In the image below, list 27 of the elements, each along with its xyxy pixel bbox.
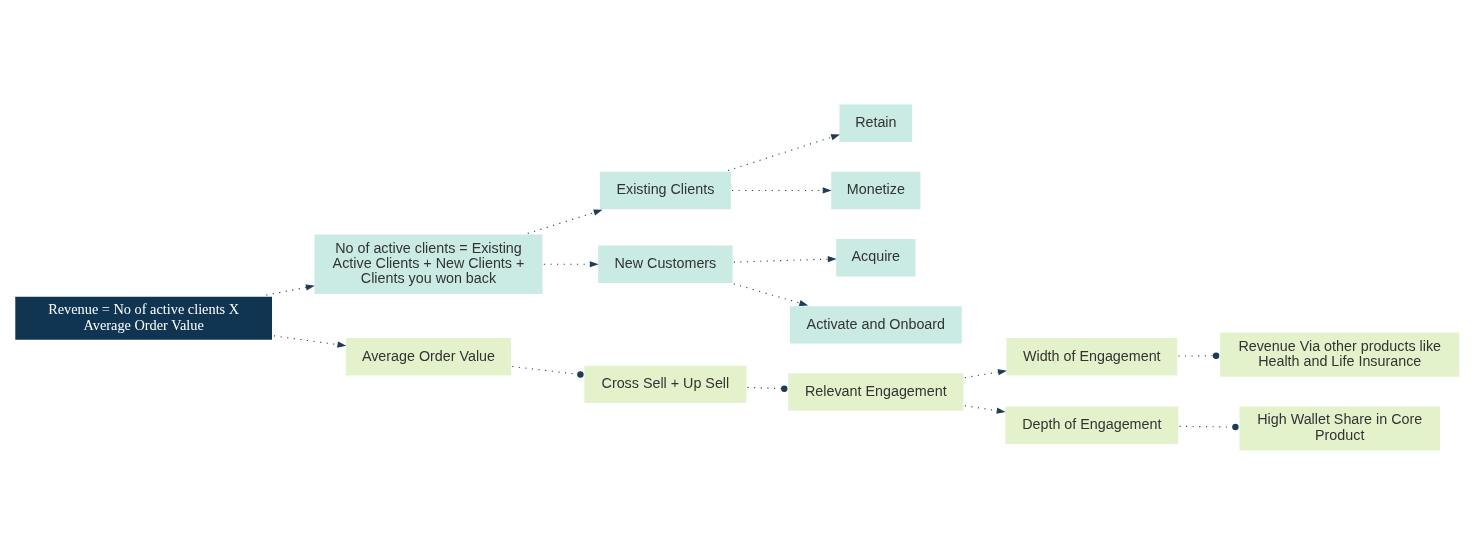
node-box: High Wallet Share in Core Product bbox=[1237, 404, 1443, 453]
arrow bbox=[265, 284, 315, 296]
node-box: Acquire bbox=[833, 236, 918, 279]
connector bbox=[747, 385, 788, 392]
node-box: Revenue Via other products like Health and Life Insurance bbox=[1217, 330, 1462, 379]
node-box: No of active clients = Existing Active Clients + New Clients + Clients you won back bbox=[312, 232, 545, 297]
node-box: New Customers bbox=[595, 243, 735, 286]
arrow bbox=[964, 369, 1007, 379]
node-box: Retain bbox=[837, 102, 915, 145]
arrow bbox=[543, 261, 599, 268]
node-box: Relevant Engagement bbox=[786, 371, 966, 414]
node-box: Width of Engagement bbox=[1004, 335, 1180, 378]
arrow bbox=[527, 209, 603, 234]
node-box: Cross Sell + Up Sell bbox=[582, 363, 749, 406]
connector bbox=[1177, 352, 1220, 359]
node-box: Average Order Value bbox=[343, 335, 514, 378]
arrow bbox=[727, 134, 840, 172]
node-box: Activate and Onboard bbox=[787, 303, 964, 346]
arrow bbox=[733, 256, 837, 263]
arrow bbox=[964, 405, 1006, 414]
node-box: Existing Clients bbox=[597, 169, 734, 212]
arrow bbox=[731, 187, 832, 194]
connector bbox=[511, 366, 584, 378]
node-box: Monetize bbox=[829, 169, 923, 212]
arrow bbox=[733, 283, 809, 306]
node-box: Depth of Engagement bbox=[1003, 404, 1181, 447]
arrow bbox=[273, 335, 347, 348]
